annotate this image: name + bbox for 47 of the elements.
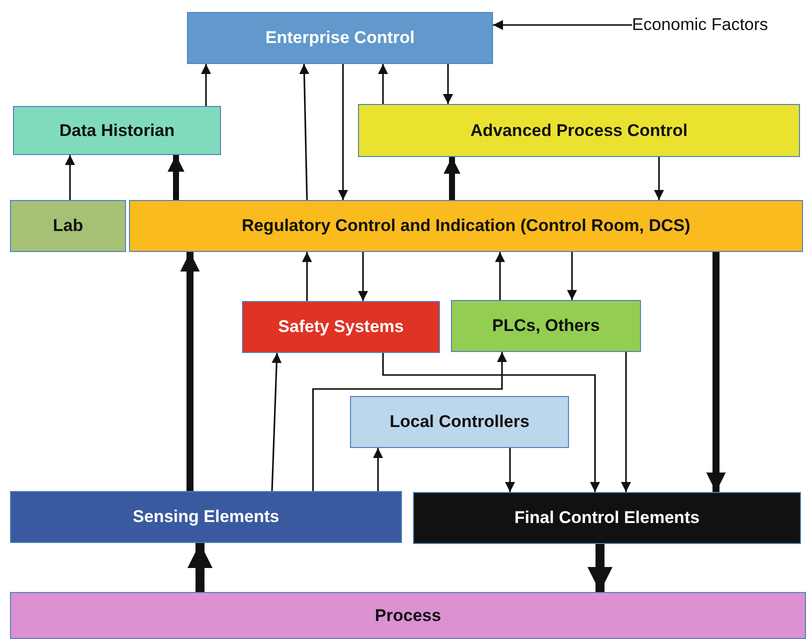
arrow (358, 252, 368, 301)
process-box (242, 301, 440, 353)
box-label: Regulatory Control and Indication (Control Room, DCS) (242, 216, 690, 236)
process-box (451, 300, 641, 352)
arrow (187, 543, 213, 592)
box-label: PLCs, Others (492, 316, 600, 336)
box-label: Local Controllers (390, 412, 530, 432)
box-label: Enterprise Control (265, 28, 415, 48)
arrow (495, 252, 505, 300)
arrow (338, 64, 348, 200)
arrow (654, 157, 664, 200)
arrow (180, 252, 200, 491)
box-label: Advanced Process Control (470, 120, 688, 140)
process-box (129, 200, 803, 252)
enterprise-control-box (187, 12, 493, 64)
process-box (358, 104, 800, 157)
arrow (65, 155, 75, 200)
box-label: Final Control Elements (514, 508, 700, 528)
box-label: Process (374, 606, 442, 626)
process-box (10, 491, 402, 543)
process-box (413, 492, 801, 544)
arrow (168, 155, 184, 200)
box-label: Lab (52, 216, 84, 236)
annotation-text: Economic Factors (632, 15, 768, 35)
arrow (271, 352, 282, 492)
arrow (201, 64, 211, 106)
arrow (567, 252, 577, 300)
process-box (13, 106, 221, 155)
process-box (350, 396, 569, 448)
process-box (10, 200, 126, 252)
box-label: Safety Systems (278, 317, 404, 337)
arrow (621, 352, 631, 492)
arrow (505, 448, 515, 492)
box-label: Sensing Elements (132, 507, 280, 527)
arrow (373, 448, 383, 491)
arrow (706, 252, 726, 492)
arrow (587, 544, 613, 592)
process-box (10, 592, 806, 639)
arrow (493, 20, 632, 30)
arrow (312, 352, 507, 491)
box-label: Data Historian (59, 120, 175, 140)
arrow (444, 157, 460, 200)
arrow (443, 64, 453, 104)
arrow (299, 64, 310, 200)
arrow (382, 353, 600, 492)
arrow (378, 64, 388, 104)
arrow (302, 252, 312, 301)
